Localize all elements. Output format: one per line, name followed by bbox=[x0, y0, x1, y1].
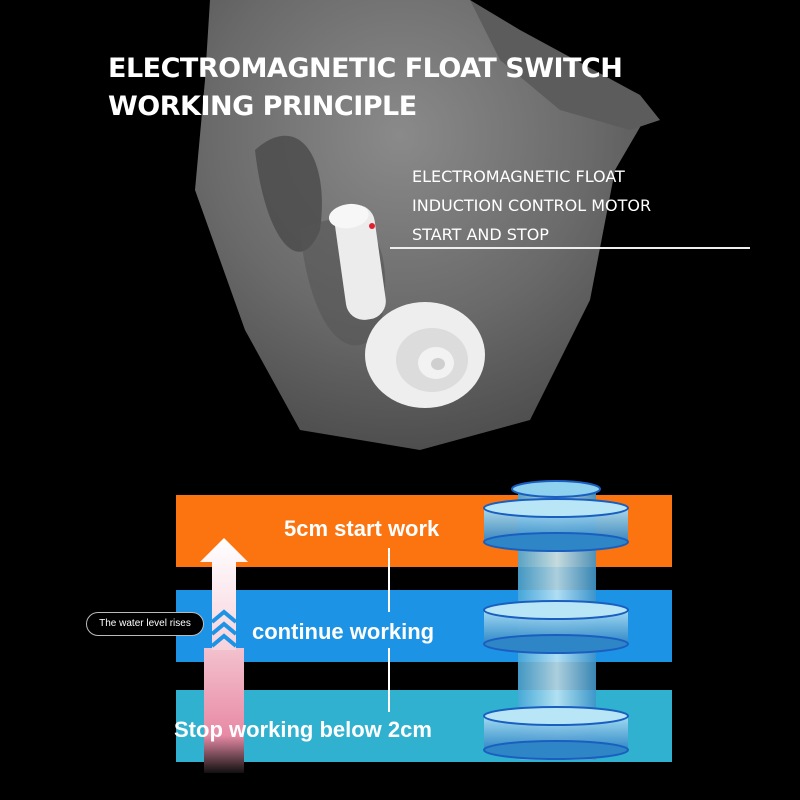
pump-housing bbox=[195, 0, 650, 450]
float-switch-icon bbox=[328, 203, 485, 408]
level-label-mid: continue working bbox=[252, 619, 435, 644]
housing-recess bbox=[255, 135, 322, 252]
water-column bbox=[204, 648, 244, 773]
water-level-rises-badge: The water level rises bbox=[86, 612, 204, 636]
connector-line-lower bbox=[388, 648, 390, 712]
callout-leader-line bbox=[390, 247, 750, 249]
double-chevron-up-icon bbox=[210, 609, 238, 648]
level-label-low: Stop working below 2cm bbox=[174, 717, 432, 742]
callout-line-3: START AND STOP bbox=[412, 225, 549, 244]
title-line-2: WORKING PRINCIPLE bbox=[108, 91, 417, 122]
page-title: ELECTROMAGNETIC FLOAT SWITCH WORKING PRI… bbox=[108, 50, 668, 126]
level-label-high: 5cm start work bbox=[284, 516, 440, 541]
float-callout: ELECTROMAGNETIC FLOAT INDUCTION CONTROL … bbox=[412, 162, 752, 249]
title-line-1: ELECTROMAGNETIC FLOAT SWITCH bbox=[108, 53, 623, 84]
float-stack-icon bbox=[483, 480, 629, 760]
up-arrow-icon bbox=[200, 538, 248, 650]
connector-line-upper bbox=[388, 548, 390, 612]
pump-housing-edge bbox=[470, 0, 660, 130]
callout-line-1: ELECTROMAGNETIC FLOAT bbox=[412, 167, 625, 186]
callout-line-2: INDUCTION CONTROL MOTOR bbox=[412, 196, 652, 215]
